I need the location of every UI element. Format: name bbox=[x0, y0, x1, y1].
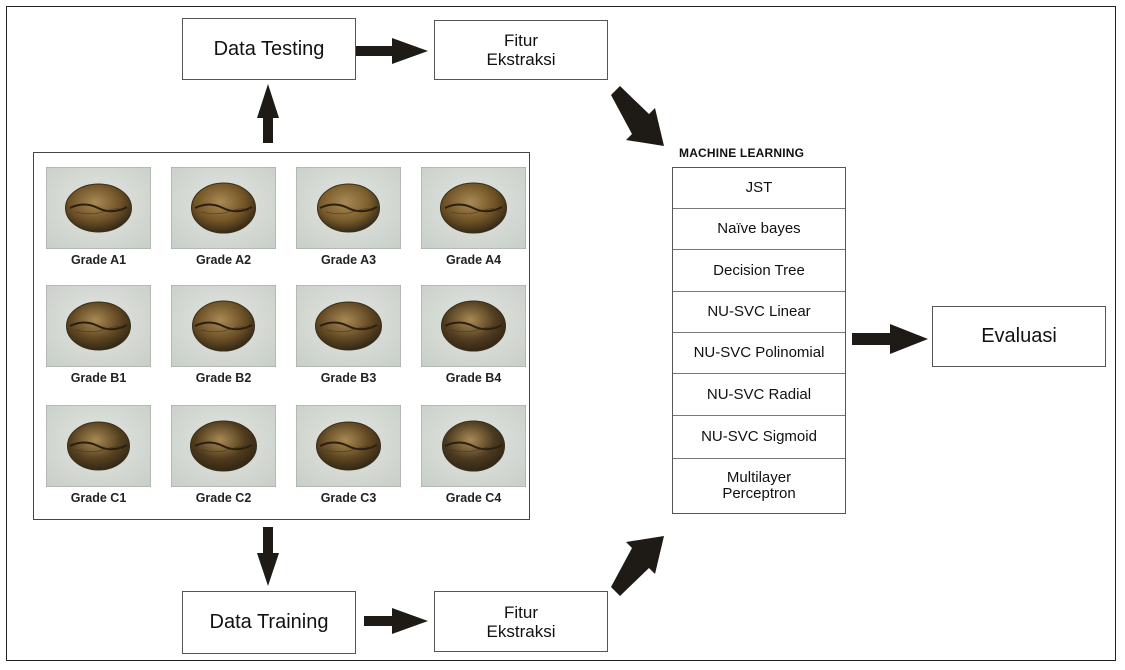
evaluasi-box: Evaluasi bbox=[932, 306, 1106, 367]
ml-method-jst: JST bbox=[673, 168, 845, 209]
coffee-bean-photo bbox=[46, 285, 151, 367]
bean-grade-label: Grade A4 bbox=[445, 253, 502, 267]
data-training-box: Data Training bbox=[182, 591, 356, 654]
bean-grade-cell: Grade A4 bbox=[421, 167, 526, 272]
fitur-top-line1: Fitur bbox=[504, 31, 538, 50]
bean-grade-label: Grade A1 bbox=[70, 253, 127, 267]
data-testing-label: Data Testing bbox=[213, 37, 325, 60]
bean-grade-label: Grade C4 bbox=[445, 491, 502, 505]
ml-method-nusvc-linear: NU-SVC Linear bbox=[673, 292, 845, 333]
bean-grade-cell: Grade C1 bbox=[46, 405, 151, 510]
coffee-bean-photo bbox=[171, 405, 276, 487]
coffee-bean-photo bbox=[296, 167, 401, 249]
arrow-fitur-bottom-to-ml bbox=[611, 536, 664, 596]
bean-grade-label: Grade B2 bbox=[195, 371, 252, 385]
evaluasi-label: Evaluasi bbox=[981, 325, 1057, 347]
coffee-bean-grade-grid: Grade A1 Grade A2 Grade A3 Grade A4 Grade B1… bbox=[33, 152, 530, 520]
bean-grade-cell: Grade A1 bbox=[46, 167, 151, 272]
coffee-bean-photo bbox=[296, 405, 401, 487]
coffee-bean-photo bbox=[421, 405, 526, 487]
bean-grade-label: Grade C1 bbox=[70, 491, 127, 505]
ml-method-nusvc-polinomial: NU-SVC Polinomial bbox=[673, 333, 845, 374]
ml-method-nusvc-radial: NU-SVC Radial bbox=[673, 374, 845, 416]
ml-method-multilayer-perceptron: Multilayer Perceptron bbox=[722, 469, 796, 502]
machine-learning-title: MACHINE LEARNING bbox=[679, 146, 805, 160]
arrow-grid-to-testing bbox=[257, 84, 279, 143]
bean-grade-label: Grade C2 bbox=[195, 491, 252, 505]
bean-grade-cell: Grade C3 bbox=[296, 405, 401, 510]
ml-method-decision-tree: Decision Tree bbox=[673, 250, 845, 292]
bean-grade-cell: Grade C2 bbox=[171, 405, 276, 510]
arrow-training-to-fitur bbox=[364, 608, 428, 634]
bean-grade-cell: Grade B1 bbox=[46, 285, 151, 390]
bean-grade-label: Grade A3 bbox=[320, 253, 377, 267]
ml-method-nusvc-sigmoid: NU-SVC Sigmoid bbox=[673, 416, 845, 459]
bean-grade-cell: Grade A2 bbox=[171, 167, 276, 272]
bean-grade-label: Grade C3 bbox=[320, 491, 377, 505]
data-testing-box: Data Testing bbox=[182, 18, 356, 80]
arrow-fitur-top-to-ml bbox=[611, 86, 664, 146]
coffee-bean-photo bbox=[46, 167, 151, 249]
bean-grade-label: Grade B1 bbox=[70, 371, 127, 385]
bean-grade-cell: Grade B3 bbox=[296, 285, 401, 390]
machine-learning-methods-table: JST Naïve bayes Decision Tree NU-SVC Lin… bbox=[672, 167, 846, 514]
fitur-bottom-line1: Fitur bbox=[504, 602, 538, 622]
bean-grade-label: Grade B3 bbox=[320, 371, 377, 385]
bean-grade-label: Grade A2 bbox=[195, 253, 252, 267]
arrow-ml-to-evaluasi bbox=[852, 324, 928, 354]
fitur-bottom-line2: Ekstraksi bbox=[486, 621, 556, 641]
fitur-top-line2: Ekstraksi bbox=[486, 50, 556, 69]
bean-grade-cell: Grade B4 bbox=[421, 285, 526, 390]
arrow-testing-to-fitur bbox=[356, 38, 428, 64]
coffee-bean-photo bbox=[171, 285, 276, 367]
fitur-ekstraksi-top-box: Fitur Ekstraksi bbox=[434, 20, 608, 80]
data-training-label: Data Training bbox=[209, 611, 329, 633]
coffee-bean-photo bbox=[171, 167, 276, 249]
coffee-bean-photo bbox=[46, 405, 151, 487]
diagram-frame bbox=[6, 6, 1116, 661]
bean-grade-cell: Grade B2 bbox=[171, 285, 276, 390]
coffee-bean-photo bbox=[421, 285, 526, 367]
bean-grade-label: Grade B4 bbox=[445, 371, 502, 385]
bean-grade-cell: Grade C4 bbox=[421, 405, 526, 510]
bean-grade-cell: Grade A3 bbox=[296, 167, 401, 272]
arrow-grid-to-training bbox=[257, 527, 279, 586]
fitur-ekstraksi-bottom-box: Fitur Ekstraksi bbox=[434, 591, 608, 652]
coffee-bean-photo bbox=[421, 167, 526, 249]
ml-method-naive-bayes: Naïve bayes bbox=[673, 209, 845, 250]
coffee-bean-photo bbox=[296, 285, 401, 367]
